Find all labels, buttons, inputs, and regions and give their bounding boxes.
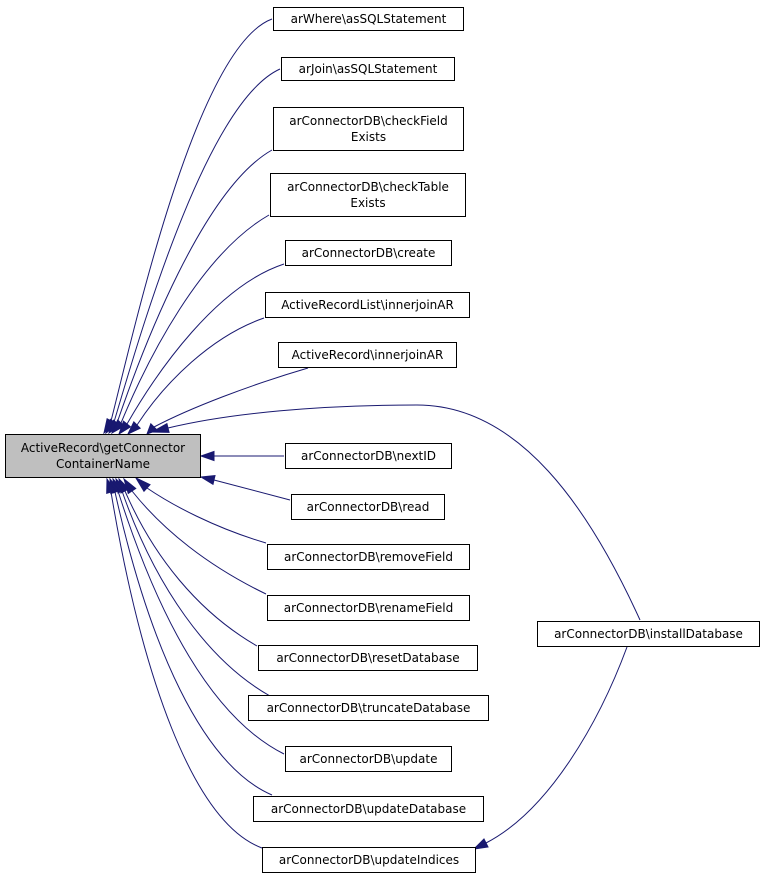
node-box [248, 695, 489, 721]
node-label: arConnectorDB\checkTable [287, 180, 449, 194]
edge-n12-root [118, 477, 258, 647]
edge-line [124, 490, 258, 647]
arrow-head-icon [199, 475, 216, 486]
edge-n17-n16 [472, 646, 628, 850]
edge-n17-root [150, 404, 641, 621]
node-label: ActiveRecord\innerjoinAR [292, 348, 444, 362]
edge-n16-root [106, 477, 263, 849]
node-label: ActiveRecordList\innerjoinAR [281, 298, 454, 312]
edge-n10-root [134, 476, 267, 544]
node-box [258, 645, 478, 671]
node-label: arConnectorDB\nextID [301, 449, 436, 463]
edge-line [121, 490, 271, 697]
node-label: arConnectorDB\renameField [284, 601, 453, 615]
edge-line [120, 214, 270, 424]
node-label: ActiveRecord\getConnector [21, 441, 185, 455]
edge-line [114, 491, 273, 796]
caller-node-n16[interactable]: arConnectorDB\updateIndices [262, 847, 476, 873]
node-box [273, 7, 464, 31]
caller-node-n10[interactable]: arConnectorDB\removeField [267, 544, 470, 570]
node-box [537, 621, 760, 647]
caller-node-n11[interactable]: arConnectorDB\renameField [267, 595, 470, 621]
caller-node-n6[interactable]: ActiveRecordList\innerjoinAR [265, 292, 470, 318]
node-box [262, 847, 476, 873]
edge-line [117, 490, 285, 755]
node-box [278, 342, 457, 368]
arrow-head-icon [118, 420, 132, 436]
caller-node-n2[interactable]: arJoin\asSQLStatement [281, 57, 455, 81]
arrow-head-icon [199, 450, 215, 462]
node-label: arConnectorDB\truncateDatabase [267, 701, 471, 715]
node-label: arConnectorDB\read [307, 500, 430, 514]
arrow-head-icon [134, 476, 151, 493]
edge-n9-root [199, 475, 291, 501]
node-box [265, 292, 470, 318]
node-box [281, 57, 455, 81]
edge-line [126, 263, 285, 425]
node-box [253, 796, 484, 822]
node-label: arConnectorDB\create [302, 246, 436, 260]
node-label: arWhere\asSQLStatement [291, 12, 447, 26]
node-box [291, 494, 445, 520]
edge-line [146, 487, 267, 544]
caller-node-n14[interactable]: arConnectorDB\update [285, 746, 452, 772]
node-box [5, 434, 201, 478]
edge-n8-root [199, 450, 284, 462]
edge-n15-root [109, 477, 273, 796]
edges [103, 18, 641, 850]
node-box [285, 443, 452, 469]
node-box [285, 746, 452, 772]
edge-n7-root [146, 367, 309, 435]
node-label: arConnectorDB\update [300, 752, 438, 766]
edge-line [131, 490, 267, 595]
caller-node-n8[interactable]: arConnectorDB\nextID [285, 443, 452, 469]
arrow-head-icon [110, 419, 126, 435]
edge-line [167, 404, 641, 621]
node-box [270, 173, 466, 217]
edge-n2-root [105, 68, 281, 435]
node-label: arJoin\asSQLStatement [299, 62, 438, 76]
edge-line [153, 367, 309, 428]
node-box [273, 107, 464, 151]
node-label: Exists [351, 130, 386, 144]
node-label: arConnectorDB\resetDatabase [276, 651, 459, 665]
edge-line [213, 479, 291, 501]
node-box [267, 595, 470, 621]
caller-node-n13[interactable]: arConnectorDB\truncateDatabase [248, 695, 489, 721]
edge-line [116, 149, 273, 424]
arrow-head-icon [472, 838, 489, 850]
node-label: ContainerName [56, 457, 150, 471]
edge-line [136, 317, 265, 426]
edge-n5-root [118, 263, 285, 436]
node-label: arConnectorDB\installDatabase [554, 627, 743, 641]
edge-n6-root [126, 317, 265, 436]
edge-line [485, 646, 628, 844]
node-label: arConnectorDB\checkField [289, 114, 448, 128]
caller-node-n17[interactable]: arConnectorDB\installDatabase [537, 621, 760, 647]
caller-node-n7[interactable]: ActiveRecord\innerjoinAR [278, 342, 457, 368]
node-label: Exists [350, 196, 385, 210]
arrow-head-icon [126, 420, 142, 436]
node-label: arConnectorDB\removeField [284, 550, 453, 564]
node-box [267, 544, 470, 570]
arrow-head-icon [106, 477, 117, 495]
caller-node-n9[interactable]: arConnectorDB\read [291, 494, 445, 520]
caller-node-n15[interactable]: arConnectorDB\updateDatabase [253, 796, 484, 822]
edge-n4-root [110, 214, 270, 435]
node-label: arConnectorDB\updateDatabase [271, 802, 466, 816]
edge-line [113, 68, 281, 423]
caller-node-n12[interactable]: arConnectorDB\resetDatabase [258, 645, 478, 671]
edge-n3-root [108, 149, 273, 435]
node-box [285, 240, 452, 266]
arrow-head-icon [150, 422, 170, 433]
caller-node-n5[interactable]: arConnectorDB\create [285, 240, 452, 266]
caller-node-n1[interactable]: arWhere\asSQLStatement [273, 7, 464, 31]
node-label: arConnectorDB\updateIndices [279, 853, 459, 867]
edge-line [110, 18, 273, 422]
edge-line [110, 491, 263, 849]
